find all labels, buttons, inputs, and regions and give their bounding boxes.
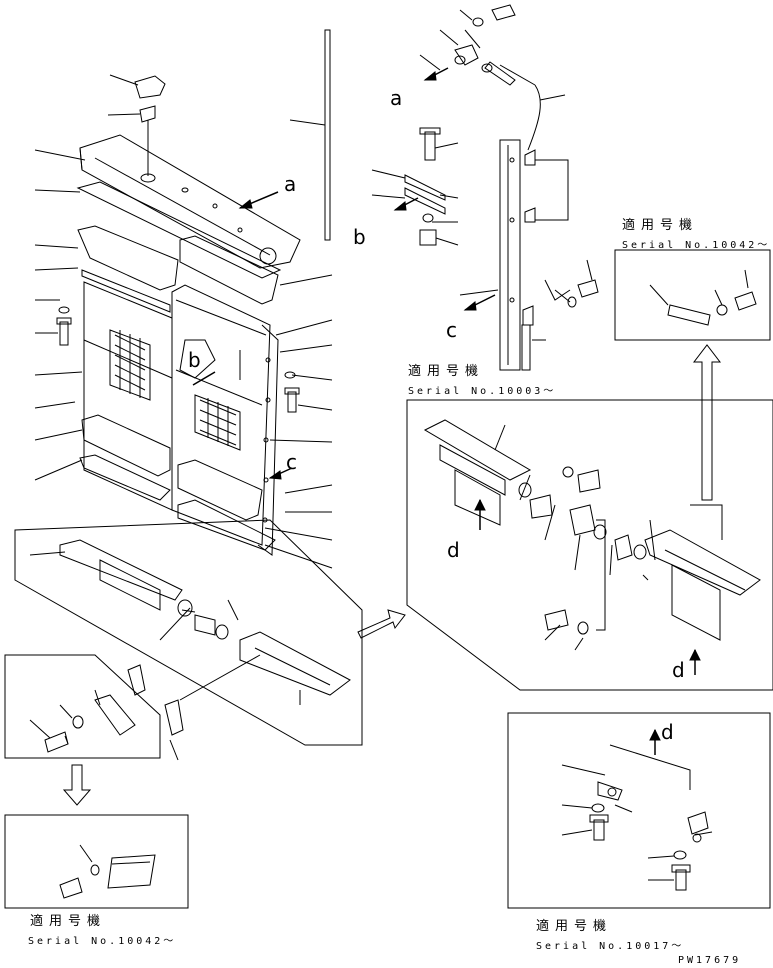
callout-a-top: a [390,86,403,110]
serial-10042-inset-top [614,249,771,341]
callout-b-core: b [188,348,201,372]
callout-c-side: c [286,450,297,474]
serial-10003-detail [406,399,773,691]
serial-note-10042-bottom: 適用号機 Serial No.10042～ [28,910,177,947]
upper-tank [79,75,301,269]
applicability-label: 適用号機 [408,364,485,379]
callout-d-left: d [447,538,460,562]
vertical-strip [324,29,331,241]
right-core [171,284,271,546]
lower-seals [79,414,276,551]
radiator-assembly [56,29,331,556]
upper-seals [76,181,282,313]
serial-note-10003: 適用号機 Serial No.10003～ [408,360,556,397]
stay-assembly [419,4,599,371]
callout-a-main: a [284,172,297,196]
bracket-parts [127,664,184,761]
lower-tank-detail [14,519,363,746]
drawing-code: PW17679 [678,955,742,966]
callout-d-lower: d [661,720,674,744]
callout-c-main: c [446,318,457,342]
left-hardware [56,306,300,413]
up-arrow [692,344,722,501]
leader-lines-center [239,274,333,569]
applicability-label: 適用号機 [30,914,107,929]
serial-10042-inset-left [4,814,189,909]
serial-number: Serial No.10042～ [622,240,771,251]
serial-note-10017: 適用号機 Serial No.10017～ [536,915,684,952]
applicability-label: 適用号機 [622,218,699,233]
serial-number: Serial No.10003～ [408,386,557,397]
applicability-label: 適用号機 [536,919,613,934]
callout-arrows-main [192,191,293,480]
right-arrow [357,609,406,639]
serial-10017-detail [507,712,771,909]
leader-lines-left [34,74,326,481]
callout-d-right: d [672,658,685,682]
serial-number: Serial No.10017～ [536,941,685,952]
serial-number: Serial No.10042～ [28,936,177,947]
left-core [83,281,173,511]
down-arrow [62,764,92,806]
callout-b-bracket: b [353,225,366,249]
bolt-detail-inset [4,654,161,759]
bracket-b-hardware [371,67,546,341]
serial-note-10042-top: 適用号機 Serial No.10042～ [622,214,770,251]
